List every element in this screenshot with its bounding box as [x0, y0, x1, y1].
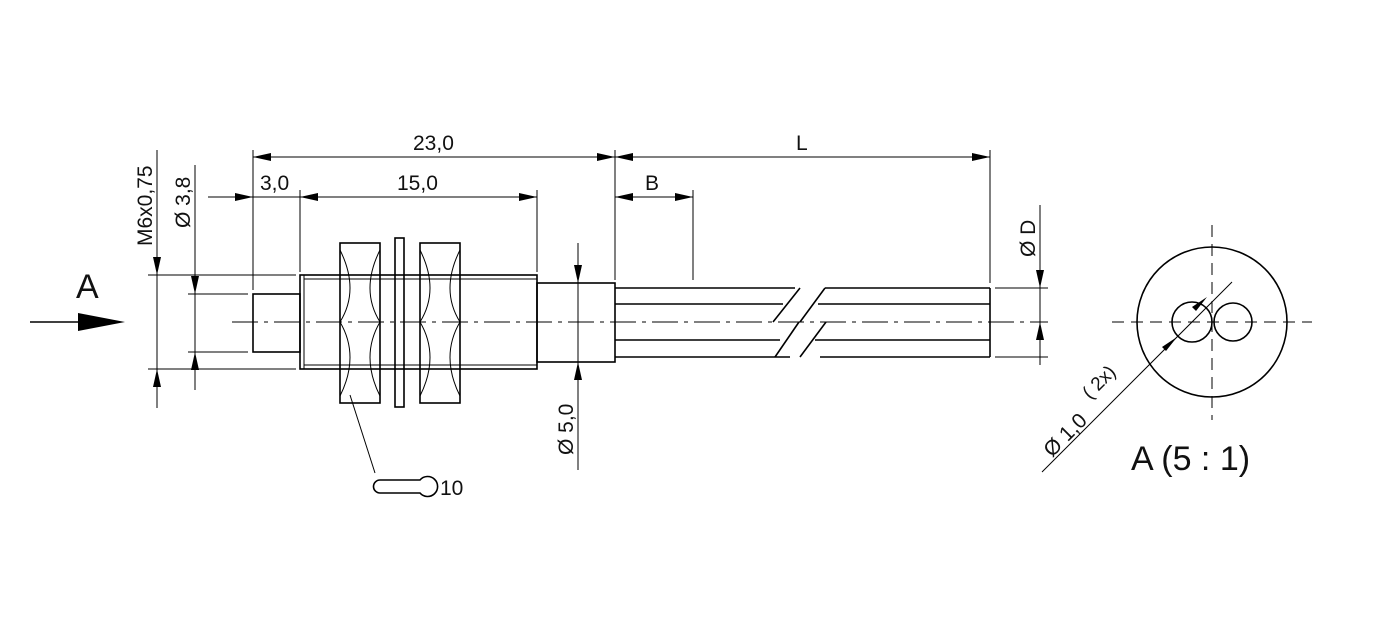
- dimension-thread-label: M6x0,75: [134, 165, 157, 246]
- extension-lines: [148, 150, 1048, 370]
- dimension-dia-3-8: Ø 3,8: [172, 165, 199, 390]
- dimension-B: B: [615, 172, 693, 201]
- cable-break-mark: [772, 287, 801, 323]
- conductor-right: [1213, 302, 1253, 342]
- rear-sleeve: [536, 282, 616, 363]
- dimension-dia-5-label: Ø 5,0: [555, 404, 578, 455]
- dimension-L-label: L: [796, 132, 808, 155]
- dimension-thread: M6x0,75: [134, 150, 161, 408]
- nut-right: [419, 242, 461, 404]
- dimension-dia-3-8-label: Ø 3,8: [172, 177, 195, 228]
- wrench-size-callout: 10: [349, 394, 463, 500]
- dimension-15: 15,0: [300, 172, 537, 201]
- washer: [394, 237, 405, 408]
- dimension-dia-5: Ø 5,0: [555, 243, 582, 470]
- dimension-dia-D-label: Ø D: [1017, 220, 1040, 257]
- view-arrow: A: [30, 268, 125, 331]
- wrench-icon: [372, 475, 439, 498]
- view-arrow-label: A: [76, 268, 99, 306]
- sensor-body: [252, 274, 616, 370]
- sensor-tip: [252, 293, 301, 353]
- detail-view-title: A (5 : 1): [1131, 440, 1250, 478]
- cable: [615, 287, 991, 358]
- dimension-3-label: 3,0: [260, 172, 289, 195]
- dimension-L: L: [615, 132, 990, 161]
- dimension-dia-D: Ø D: [1017, 205, 1044, 365]
- dimension-B-label: B: [645, 172, 659, 195]
- dimension-23: 23,0: [253, 132, 615, 161]
- cable-cross-section: [1136, 246, 1288, 398]
- detail-view-A: Ø 1,0 ( 2x) A (5 : 1): [1039, 225, 1312, 478]
- conductor-qty-label: ( 2x): [1079, 362, 1121, 404]
- nut-left: [339, 242, 381, 404]
- dimension-15-label: 15,0: [397, 172, 438, 195]
- conductor-dia-label: Ø 1,0: [1039, 409, 1092, 462]
- dimension-23-label: 23,0: [413, 132, 454, 155]
- wrench-size-label: 10: [440, 477, 463, 500]
- conductor-left: [1171, 301, 1213, 343]
